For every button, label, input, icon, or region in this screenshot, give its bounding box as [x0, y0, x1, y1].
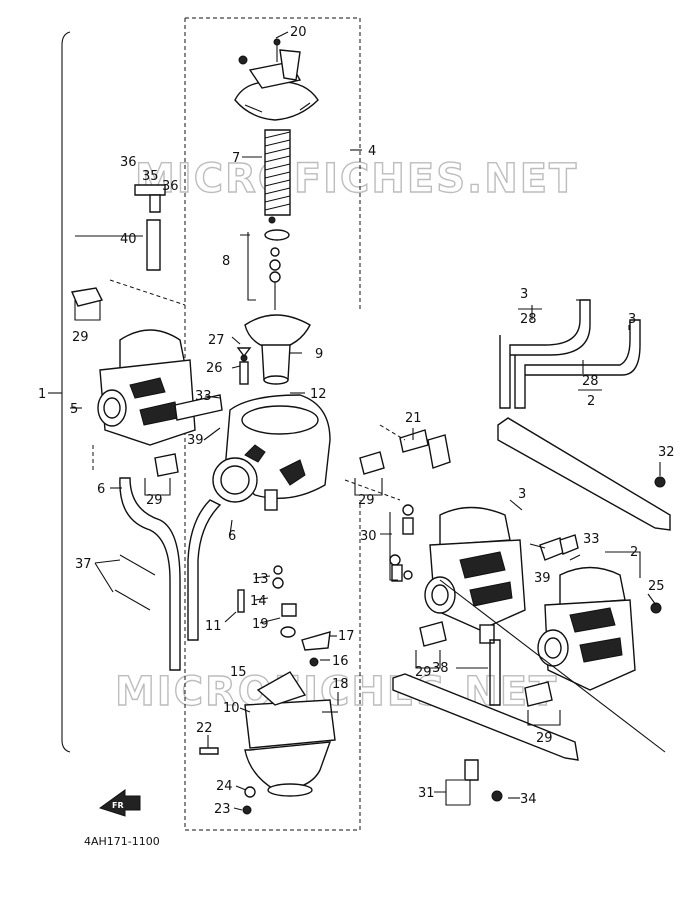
- label-31: 31: [418, 786, 435, 801]
- label-17: 17: [338, 629, 355, 644]
- label-10: 10: [223, 701, 240, 716]
- label-13: 13: [252, 572, 269, 587]
- label-33-right: 33: [583, 532, 600, 547]
- label-29-c: 29: [358, 493, 375, 508]
- label-2: 2: [630, 545, 638, 560]
- carb-top-cover: [234, 38, 319, 121]
- right-carb-3: [424, 506, 526, 644]
- label-25: 25: [648, 579, 665, 594]
- label-24: 24: [216, 779, 233, 794]
- label-36-left: 36: [120, 155, 137, 170]
- label-18: 18: [332, 677, 349, 692]
- label-4: 4: [368, 144, 376, 159]
- label-38: 38: [432, 661, 449, 676]
- label-22: 22: [196, 721, 213, 736]
- label-21: 21: [405, 411, 422, 426]
- label-37: 37: [75, 557, 92, 572]
- label-30: 30: [360, 529, 377, 544]
- hoses: [119, 219, 641, 706]
- label-32: 32: [658, 445, 675, 460]
- label-29-b: 29: [146, 493, 163, 508]
- label-2-top: 2: [587, 394, 595, 409]
- label-7: 7: [232, 151, 240, 166]
- label-8: 8: [222, 254, 230, 269]
- label-26: 26: [206, 361, 223, 376]
- label-3-top: 3: [520, 287, 528, 302]
- left-carb-body: [97, 329, 223, 446]
- label-35: 35: [142, 169, 159, 184]
- watermark-top: MICROFICHES.NET: [135, 156, 578, 202]
- label-1: 1: [38, 387, 46, 402]
- label-14: 14: [250, 594, 267, 609]
- label-5: 5: [70, 402, 78, 417]
- label-40: 40: [120, 232, 137, 247]
- label-39-left: 39: [187, 433, 204, 448]
- label-27: 27: [208, 333, 225, 348]
- leader-lines: [70, 31, 661, 811]
- spring-7: [264, 129, 291, 216]
- label-34: 34: [520, 792, 537, 807]
- label-3-right: 3: [518, 487, 526, 502]
- label-16: 16: [332, 654, 349, 669]
- label-6-right: 6: [228, 529, 236, 544]
- fr-arrow-icon: FR: [98, 789, 141, 817]
- left-bracket: [61, 31, 71, 753]
- clamp-brackets: [71, 287, 553, 707]
- float-bowl: [244, 671, 336, 797]
- label-29-e: 29: [536, 731, 553, 746]
- label-12: 12: [310, 387, 327, 402]
- small-parts: [199, 347, 666, 815]
- label-28-top: 28: [520, 312, 537, 327]
- diagram-code: 4AH171-1100: [84, 835, 160, 848]
- mounting-rails: [114, 417, 671, 761]
- label-15: 15: [230, 665, 247, 680]
- part-labels: 20 4 7 36 35 36 40 8 29 27 9 26 1 33 12 …: [38, 25, 675, 817]
- label-20: 20: [290, 25, 307, 40]
- fuel-pipe-33: [539, 534, 579, 561]
- label-33-left: 33: [195, 389, 212, 404]
- label-6-left: 6: [97, 482, 105, 497]
- t-fitting: [134, 184, 166, 213]
- label-11: 11: [205, 619, 222, 634]
- label-36-right: 36: [162, 179, 179, 194]
- label-1-right: 3: [628, 312, 636, 327]
- needle-parts-8: [264, 216, 290, 310]
- svg-text:FR: FR: [112, 801, 124, 810]
- right-carb-2: [537, 566, 636, 691]
- label-39-right: 39: [534, 571, 551, 586]
- label-28-bottom: 28: [582, 374, 599, 389]
- label-29-a: 29: [72, 330, 89, 345]
- label-19: 19: [252, 617, 269, 632]
- main-carb-body: [212, 394, 331, 511]
- label-29-d: 29: [415, 665, 432, 680]
- label-9: 9: [315, 347, 323, 362]
- label-23: 23: [214, 802, 231, 817]
- diaphragm-piston-9: [244, 314, 311, 385]
